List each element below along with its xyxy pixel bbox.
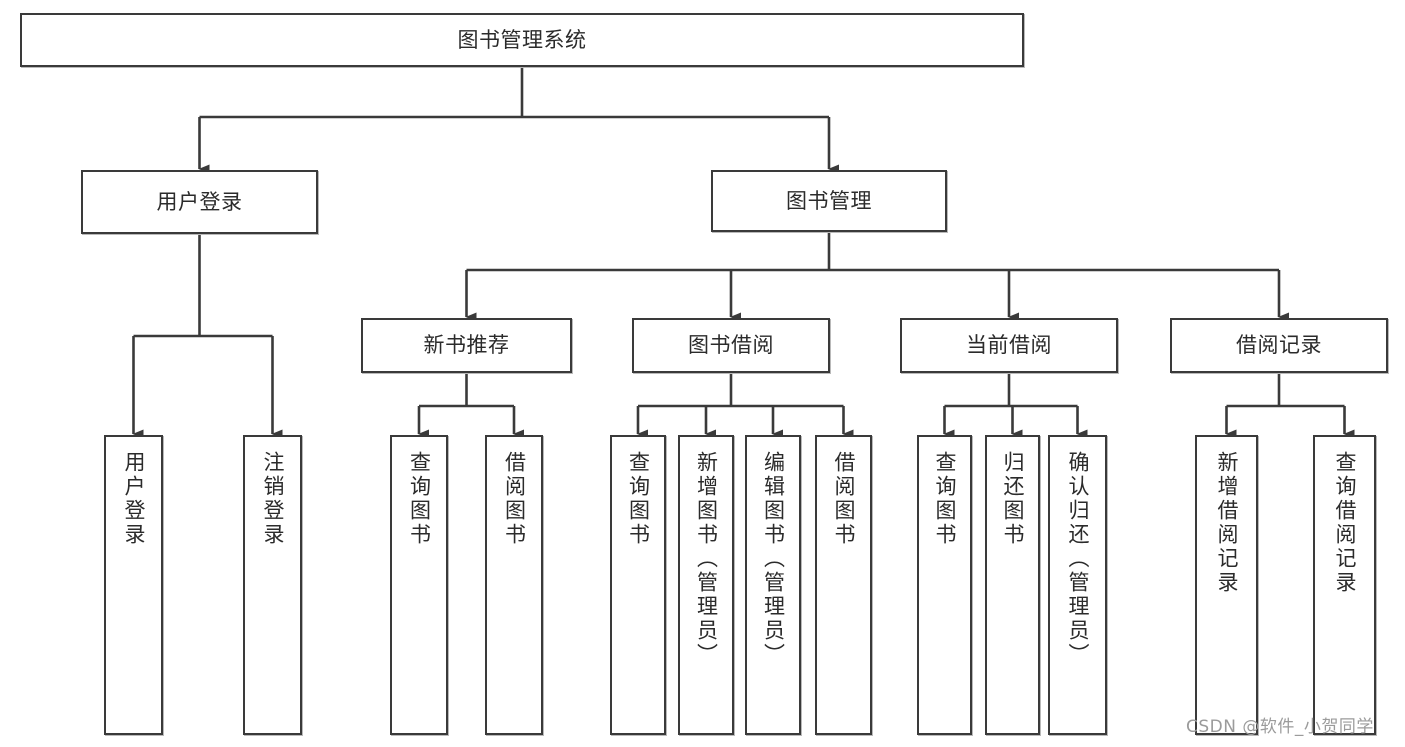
node-label: 查询借阅记录 bbox=[1333, 451, 1357, 595]
node-root[interactable]: 图书管理系统 bbox=[20, 13, 1024, 67]
node-book-borrow[interactable]: 图书借阅 bbox=[632, 318, 830, 373]
node-borrow-record[interactable]: 借阅记录 bbox=[1170, 318, 1388, 373]
node-leaf-edit-book[interactable]: 编辑图书（管理员） bbox=[745, 435, 801, 735]
node-label: 查询图书 bbox=[933, 451, 957, 547]
node-book-manage[interactable]: 图书管理 bbox=[711, 170, 947, 232]
node-label: 新增借阅记录 bbox=[1215, 451, 1239, 595]
node-label: 借阅记录 bbox=[1236, 333, 1322, 358]
node-label: 图书借阅 bbox=[688, 333, 774, 358]
node-label: 新书推荐 bbox=[423, 333, 510, 358]
node-leaf-add-book[interactable]: 新增图书（管理员） bbox=[678, 435, 734, 735]
node-leaf-query-record[interactable]: 查询借阅记录 bbox=[1313, 435, 1376, 735]
node-new-book-rec[interactable]: 新书推荐 bbox=[361, 318, 572, 373]
node-label: 借阅图书 bbox=[502, 451, 527, 547]
node-label: 新增图书（管理员） bbox=[694, 451, 719, 667]
node-leaf-borrow-book-1[interactable]: 借阅图书 bbox=[485, 435, 543, 735]
node-label: 查询图书 bbox=[626, 451, 651, 547]
node-leaf-query-book-1[interactable]: 查询图书 bbox=[390, 435, 448, 735]
node-leaf-return-book[interactable]: 归还图书 bbox=[985, 435, 1040, 735]
node-label: 编辑图书（管理员） bbox=[761, 451, 786, 667]
node-label: 查询图书 bbox=[407, 451, 432, 547]
node-label: 图书管理系统 bbox=[457, 27, 587, 52]
node-leaf-user-login[interactable]: 用户登录 bbox=[104, 435, 163, 735]
node-label: 确认归还（管理员） bbox=[1066, 451, 1090, 667]
watermark-text: CSDN @软件_小贺同学 bbox=[1186, 717, 1374, 737]
node-leaf-query-book-2[interactable]: 查询图书 bbox=[610, 435, 666, 735]
edge-layer bbox=[132, 67, 1355, 439]
node-label: 借阅图书 bbox=[832, 451, 856, 547]
node-label: 图书管理 bbox=[786, 188, 872, 213]
node-user-login[interactable]: 用户登录 bbox=[81, 170, 318, 234]
node-label: 当前借阅 bbox=[966, 333, 1052, 358]
node-leaf-logout[interactable]: 注销登录 bbox=[243, 435, 302, 735]
node-label: 用户登录 bbox=[122, 451, 146, 547]
node-leaf-borrow-book-2[interactable]: 借阅图书 bbox=[815, 435, 872, 735]
node-leaf-query-book-3[interactable]: 查询图书 bbox=[917, 435, 972, 735]
node-label: 归还图书 bbox=[1001, 451, 1025, 547]
node-current-borrow[interactable]: 当前借阅 bbox=[900, 318, 1118, 373]
node-label: 用户登录 bbox=[156, 189, 243, 214]
node-leaf-confirm-return[interactable]: 确认归还（管理员） bbox=[1048, 435, 1107, 735]
node-label: 注销登录 bbox=[261, 451, 285, 547]
node-leaf-add-record[interactable]: 新增借阅记录 bbox=[1195, 435, 1258, 735]
